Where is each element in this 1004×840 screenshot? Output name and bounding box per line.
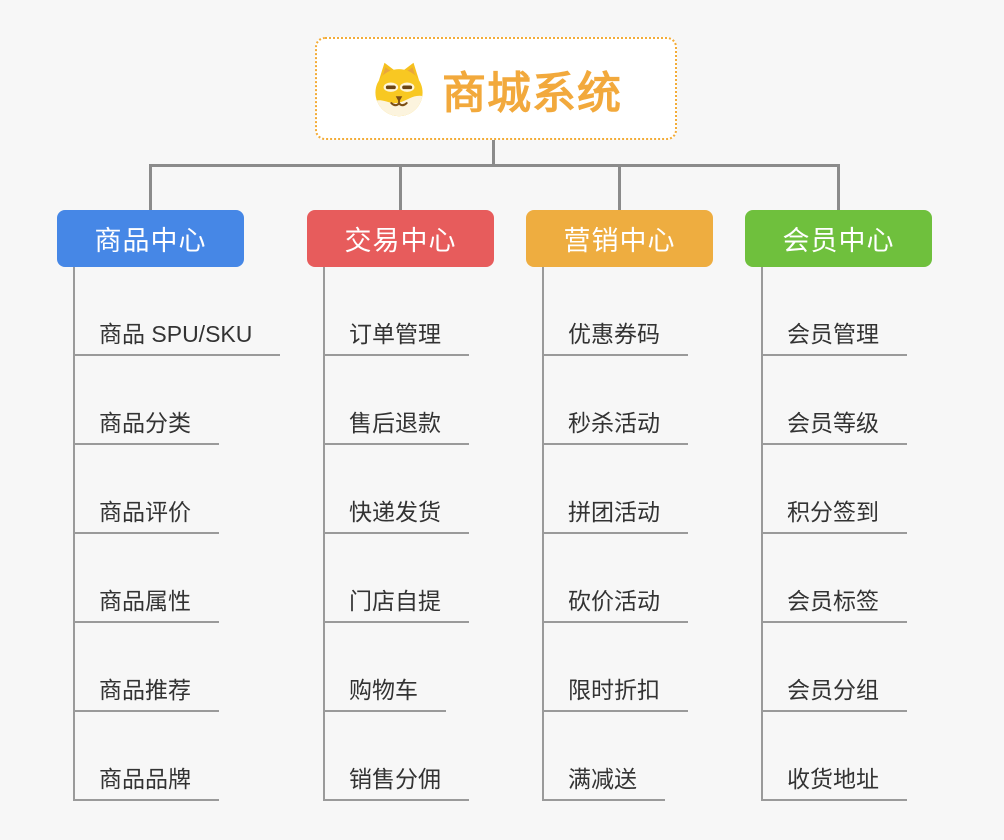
branch-node-member-center[interactable]: 会员中心 <box>745 210 932 267</box>
doge-icon <box>375 62 423 116</box>
branch-list-trade-center: 订单管理 售后退款 快递发货 门店自提 购物车 销售分佣 <box>307 267 547 801</box>
connector-bus <box>149 164 840 167</box>
topic-item[interactable]: 门店自提 <box>323 534 469 623</box>
branch-trunk-line <box>542 267 544 801</box>
topic-item[interactable]: 商品评价 <box>73 445 219 534</box>
topic-item[interactable]: 会员等级 <box>761 356 907 445</box>
topic-item[interactable]: 购物车 <box>323 623 446 712</box>
topic-item[interactable]: 售后退款 <box>323 356 469 445</box>
topic-item[interactable]: 商品品牌 <box>73 712 219 801</box>
root-title: 商城系统 <box>442 68 622 118</box>
topic-item[interactable]: 商品分类 <box>73 356 219 445</box>
topic-item[interactable]: 快递发货 <box>323 445 469 534</box>
topic-item[interactable]: 砍价活动 <box>542 534 688 623</box>
branch-label: 交易中心 <box>344 226 457 256</box>
topic-item[interactable]: 限时折扣 <box>542 623 688 712</box>
branch-label: 营销中心 <box>563 226 676 256</box>
topic-item[interactable]: 会员管理 <box>761 267 907 356</box>
topic-item[interactable]: 拼团活动 <box>542 445 688 534</box>
topic-item[interactable]: 销售分佣 <box>323 712 469 801</box>
branch-list-marketing-center: 优惠券码 秒杀活动 拼团活动 砍价活动 限时折扣 满减送 <box>526 267 766 801</box>
topic-item[interactable]: 优惠券码 <box>542 267 688 356</box>
topic-item[interactable]: 会员标签 <box>761 534 907 623</box>
branch-node-trade-center[interactable]: 交易中心 <box>307 210 494 267</box>
branch-trunk-line <box>323 267 325 801</box>
topic-item[interactable]: 收货地址 <box>761 712 907 801</box>
topic-item[interactable]: 会员分组 <box>761 623 907 712</box>
branch-list-product-center: 商品 SPU/SKU 商品分类 商品评价 商品属性 商品推荐 商品品牌 <box>57 267 297 801</box>
connector-root-stem <box>492 140 495 165</box>
connector-drop <box>399 166 402 211</box>
branch-node-product-center[interactable]: 商品中心 <box>57 210 244 267</box>
connector-drop <box>149 166 152 211</box>
branch-label: 会员中心 <box>782 226 895 256</box>
root-node[interactable]: 商城系统 <box>315 37 677 140</box>
topic-item[interactable]: 积分签到 <box>761 445 907 534</box>
topic-item[interactable]: 秒杀活动 <box>542 356 688 445</box>
topic-item[interactable]: 商品推荐 <box>73 623 219 712</box>
branch-node-marketing-center[interactable]: 营销中心 <box>526 210 713 267</box>
topic-item[interactable]: 满减送 <box>542 712 665 801</box>
branch-trunk-line <box>73 267 75 801</box>
topic-item[interactable]: 订单管理 <box>323 267 469 356</box>
branch-label: 商品中心 <box>94 226 207 256</box>
connector-drop <box>837 166 840 211</box>
connector-drop <box>618 166 621 211</box>
branch-trunk-line <box>761 267 763 801</box>
topic-item[interactable]: 商品属性 <box>73 534 219 623</box>
topic-item[interactable]: 商品 SPU/SKU <box>73 267 281 356</box>
branch-list-member-center: 会员管理 会员等级 积分签到 会员标签 会员分组 收货地址 <box>745 267 985 801</box>
